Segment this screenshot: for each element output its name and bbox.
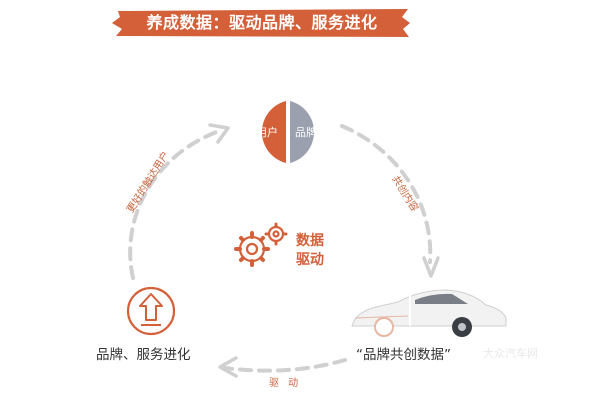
brand-label: 品牌 — [295, 126, 317, 139]
center-line-1: 数据 — [296, 233, 324, 249]
title-banner — [112, 9, 410, 37]
arrow-right-to-left — [223, 358, 347, 373]
watermark-text: 大众汽车网 — [483, 347, 538, 360]
arrowhead-right-to-left — [218, 356, 238, 378]
left-node-caption: 品牌、服务进化 — [96, 347, 191, 363]
arrowhead-top-to-right — [422, 256, 440, 278]
edge-label-drive: 驱 动 — [269, 378, 302, 389]
right-node-caption: “品牌共创数据” — [356, 347, 451, 363]
arrowhead-left-to-top — [208, 123, 230, 144]
user-label: 用户 — [256, 126, 278, 139]
brand-half-circle — [290, 101, 315, 163]
user-half-circle — [261, 101, 286, 163]
page-title: 养成数据：驱动品牌、服务进化 — [146, 13, 378, 32]
arrow-top-to-right — [340, 124, 433, 264]
arrow-left-to-top — [128, 128, 224, 280]
center-label: 数据 驱动 — [296, 232, 324, 270]
center-line-2: 驱动 — [296, 252, 324, 268]
